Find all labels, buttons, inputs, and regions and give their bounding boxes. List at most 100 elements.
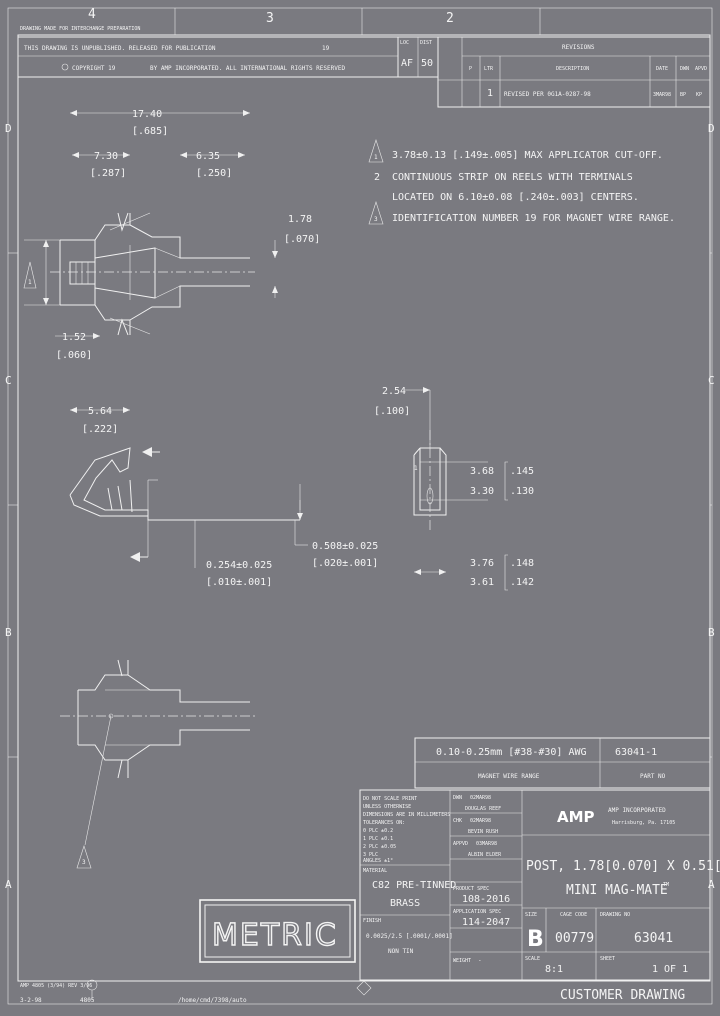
dim-3-68: 3.68 [470,466,494,477]
zone-label-d-left: D [5,122,12,135]
weight-label: WEIGHT [453,958,471,964]
dim-5-64-inch: [.222] [82,424,118,435]
appvd-label: APPVD [453,841,468,847]
customer-drawing-label: CUSTOMER DRAWING [560,988,685,1003]
product-spec-value: 108-2016 [462,894,510,905]
dim-0-254-inch: [.010±.001] [206,577,272,588]
revision-row-ltr: 1 [487,88,493,99]
tol-line-2: UNLESS OTHERWISE [363,804,411,810]
application-spec-label: APPLICATION SPEC [453,909,501,915]
dim-3-68-inch: .145 [510,466,534,477]
revisions-col-p: P [469,66,472,72]
dim-5-64: 5.64 [88,406,112,417]
revisions-title: REVISIONS [562,44,595,51]
drawing-number-label: DRAWING NO [600,912,630,918]
dwn-label: DWN [453,795,462,801]
title-block: DO NOT SCALE PRINT UNLESS OTHERWISE DIME… [359,789,720,981]
weight-value: - [478,957,482,964]
footer-date: 3-2-98 [20,997,42,1004]
drawing-notes: 1 3.78±0.13 [.149±.005] MAX APPLICATOR C… [368,139,675,225]
zone-label-2: 2 [446,11,454,26]
metric-stamp: METRIC [199,899,356,963]
material-label: MATERIAL [363,868,387,874]
footer: AMP 4805 (3/94) REV 3/96 3-2-98 4805 /ho… [20,979,685,1004]
loc-label: LOC [400,40,409,46]
parts-table: 0.10-0.25mm [#38-#30] AWG 63041-1 MAGNET… [414,737,711,789]
dim-7-30-inch: [.287] [90,168,126,179]
publication-notice: THIS DRAWING IS UNPUBLISHED. RELEASED FO… [24,45,216,52]
drawing-number-value: 63041 [634,931,673,946]
chk-name: BEVIN RUSH [468,829,498,835]
parts-magnet-wire-range: 0.10-0.25mm [#38-#30] AWG [436,747,587,758]
dim-3-61: 3.61 [470,577,494,588]
note-2-line-b: LOCATED ON 6.10±0.08 [.240±.003] CENTERS… [392,192,639,203]
company-name: AMP INCORPORATED [608,807,666,814]
dwn-name: DOUGLAS REEF [465,806,501,812]
dim-1-52: 1.52 [62,332,86,343]
top-view-terminal: 17.40 [.685] 7.30 [.287] 6.35 [.250] [23,109,320,361]
tri-note-3-bottom: 3 [82,859,86,866]
note-2-number: 2 [374,172,380,183]
note-2-line-a: CONTINUOUS STRIP ON REELS WITH TERMINALS [392,172,633,183]
tol-line-3: DIMENSIONS ARE IN MILLIMETERS [363,812,450,818]
amp-logo: AMP [557,808,595,826]
revisions-col-date: DATE [656,66,668,72]
note-1: 3.78±0.13 [.149±.005] MAX APPLICATOR CUT… [392,150,663,161]
chk-label: CHK [453,818,462,824]
tol-line-9: ANGLES ±1° [363,858,393,864]
drawing-title-tm: TM [663,882,669,888]
dim-17-40: 17.40 [132,109,162,120]
zone-label-a-left: A [5,878,12,891]
chk-date: 02MAR98 [470,818,491,824]
top-tiny-note: DRAWING MADE FOR INTERCHANGE PREPARATION [20,26,140,32]
sheet-value: 1 OF 1 [652,964,688,975]
dim-6-35: 6.35 [196,151,220,162]
zone-label-d-right: D [708,122,715,135]
tol-line-8: 3 PLC [363,852,378,858]
note-tri-1: 1 [374,154,378,161]
zone-label-b-right: B [708,626,715,639]
end-view-terminal: 2.54 [.100] 1 3.68 3.30 .145 .130 3.76 3… [374,386,534,591]
end-view-ref-1: 1 [414,465,418,472]
revisions-col-description: DESCRIPTION [556,66,589,72]
dist-value: 50 [421,58,433,69]
outer-border [7,7,713,1005]
revision-row-date: 3MAR98 [653,92,671,98]
zone-label-4: 4 [88,7,96,22]
tol-line-4: TOLERANCES ON: [363,820,405,826]
footer-form-no: 4805 [80,997,95,1004]
note-3: IDENTIFICATION NUMBER 19 FOR MAGNET WIRE… [392,213,675,224]
finish-label: FINISH [363,918,381,924]
dim-3-76-inch: .148 [510,558,534,569]
dim-3-30-inch: .130 [510,486,534,497]
dim-3-76: 3.76 [470,558,494,569]
sheet-label: SHEET [600,956,615,962]
material-value-1: C82 PRE-TINNED [372,880,456,891]
company-city: Harrisburg, Pa. 17105 [612,820,675,826]
dist-label: DIST [420,40,432,46]
dim-2-54: 2.54 [382,386,406,397]
revision-row-description: REVISED PER 0G1A-0287-98 [504,91,591,98]
finish-value-1: 0.0025/2.5 [.0001/.0001] [366,933,453,940]
dim-0-254: 0.254±0.025 [206,560,272,571]
drawing-title-line-1: POST, 1.78[0.070] X 0.51[0.020] [526,859,720,874]
scale-value: 8:1 [545,964,563,975]
dim-1-78-inch: [.070] [284,234,320,245]
dim-1-78: 1.78 [288,214,312,225]
revisions-col-apvd: APVD [695,66,707,72]
zone-label-a-right: A [708,878,715,891]
copyright-label: COPYRIGHT 19 [72,65,116,72]
product-spec-label: PRODUCT SPEC [453,886,489,892]
dim-3-61-inch: .142 [510,577,534,588]
appvd-date: 03MAR98 [476,841,497,847]
revision-row-apvd: KP [696,92,702,98]
dim-17-40-inch: [.685] [132,126,168,137]
dim-2-54-inch: [.100] [374,406,410,417]
dwn-date: 02MAR98 [470,795,491,801]
scale-label: SCALE [525,956,540,962]
tol-line-1: DO NOT SCALE PRINT [363,796,417,802]
metric-label: METRIC [212,918,338,953]
side-view-terminal: 5.64 [.222] 0.254±0.025 [.010±.001] 0.50… [69,406,378,588]
